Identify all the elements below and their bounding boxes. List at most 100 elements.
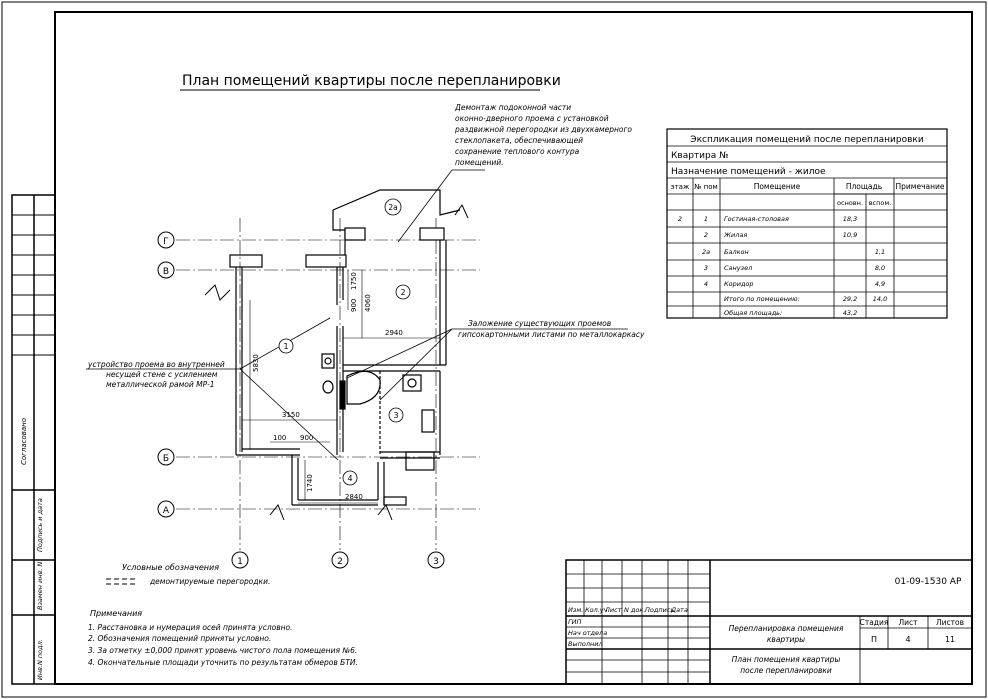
svg-text:после перепланировки: после перепланировки [740, 666, 832, 675]
svg-text:900: 900 [300, 434, 313, 442]
svg-text:3: 3 [704, 264, 708, 272]
axis-bubble-g: Г [157, 231, 175, 249]
svg-text:План помещения квартиры: План помещения квартиры [732, 655, 841, 664]
svg-text:2: 2 [337, 557, 343, 567]
callout-dismantle: Демонтаж подоконной части оконно-дверног… [454, 103, 632, 167]
svg-text:1. Расстановка и нумерация ос: 1. Расстановка и нумерация осей принята … [88, 623, 293, 632]
svg-text:Подпись: Подпись [645, 606, 674, 614]
svg-text:несущей стене с усилением: несущей стене с усилением [106, 370, 218, 379]
svg-text:Б: Б [163, 454, 169, 464]
svg-text:Жилая: Жилая [723, 231, 747, 239]
svg-text:100: 100 [273, 434, 286, 442]
svg-text:1750: 1750 [350, 272, 358, 290]
svg-text:2. Обозначения помещений приня: 2. Обозначения помещений приняты условно… [88, 634, 271, 643]
svg-text:2940: 2940 [385, 329, 403, 337]
axis-bubble-v: В [157, 261, 175, 279]
svg-text:Гостиная-столовая: Гостиная-столовая [724, 215, 789, 223]
svg-text:1: 1 [283, 342, 288, 351]
dimension-lines [242, 270, 440, 504]
svg-text:Назначение помещений - жилое: Назначение помещений - жилое [671, 167, 826, 177]
room-label-3: 3 [388, 407, 404, 423]
callout-opening-leader-2 [239, 368, 339, 461]
svg-text:29,2: 29,2 [843, 295, 857, 303]
inv-replace-label: Взамен инв. N [36, 561, 44, 610]
svg-text:металлической рамой МР-1: металлической рамой МР-1 [106, 380, 215, 389]
svg-text:А: А [163, 506, 170, 516]
svg-text:18,3: 18,3 [843, 215, 857, 223]
svg-text:Перепланировка помещения: Перепланировка помещения [729, 624, 844, 633]
svg-text:стеклопакета, обеспечивающей: стеклопакета, обеспечивающей [455, 136, 583, 145]
axis-bubble-a: А [157, 500, 175, 518]
svg-text:2: 2 [704, 231, 708, 239]
svg-text:№ пом: № пом [694, 183, 718, 191]
svg-text:01-09-1530 АР: 01-09-1530 АР [895, 577, 962, 587]
svg-text:Примечание: Примечание [896, 182, 945, 191]
plan-breaks [204, 204, 469, 521]
svg-text:Общая площадь:: Общая площадь: [724, 309, 782, 317]
svg-text:Г: Г [163, 237, 169, 247]
svg-text:квартиры: квартиры [767, 635, 805, 644]
svg-text:Лист: Лист [898, 618, 918, 627]
svg-text:Балкон: Балкон [724, 248, 749, 256]
svg-text:3: 3 [433, 557, 439, 567]
svg-text:N док.: N док. [624, 606, 645, 614]
callout-sealing-leader-1 [346, 328, 453, 379]
axis-bubble-2: 2 [331, 551, 349, 569]
svg-text:сохранение теплового контура: сохранение теплового контура [455, 147, 580, 156]
title-block: 01-09-1530 АР Изм. Кол.уч Лист N док. По… [565, 559, 973, 685]
svg-text:1740: 1740 [306, 474, 314, 492]
inv-orig-label: Инв.N подл. [36, 639, 44, 680]
svg-text:устройство проема во внутренне: устройство проема во внутренней [87, 360, 225, 369]
svg-text:4: 4 [347, 474, 352, 483]
svg-text:Заложение существующих проемов: Заложение существующих проемов [468, 319, 611, 328]
svg-text:Коридор: Коридор [724, 280, 754, 288]
svg-text:В: В [163, 267, 169, 277]
svg-text:2а: 2а [388, 203, 397, 212]
room-label-2: 2 [395, 284, 411, 300]
room-label-4: 4 [342, 470, 358, 486]
axis-bubble-b: Б [157, 448, 175, 466]
agreed-label: Согласовано [20, 418, 28, 465]
notes-title: Примечания [90, 609, 142, 618]
dimension-texts: 1750 900 4060 5830 2940 3150 100 900 174… [252, 272, 403, 501]
svg-text:Итого по помещению:: Итого по помещению: [724, 295, 800, 303]
svg-text:П: П [871, 635, 877, 644]
legend-item: демонтируемые перегородки. [149, 577, 270, 586]
svg-text:Санузел: Санузел [724, 264, 752, 272]
svg-text:2: 2 [678, 215, 682, 223]
svg-text:Стадия: Стадия [860, 618, 889, 627]
svg-text:8,0: 8,0 [875, 264, 885, 272]
svg-text:Экспликация помещений после пе: Экспликация помещений после перепланиров… [690, 135, 924, 145]
svg-text:помещений.: помещений. [455, 158, 503, 167]
svg-text:3. За отметку ±0,000 принят ур: 3. За отметку ±0,000 принят уровень чист… [88, 646, 357, 655]
svg-text:Квартира №: Квартира № [671, 151, 728, 161]
svg-text:гипсокартонными листами по мет: гипсокартонными листами по металлокаркас… [458, 330, 645, 339]
svg-text:11: 11 [945, 635, 955, 644]
svg-text:Дата: Дата [670, 606, 688, 614]
svg-text:раздвижной перегородки из двух: раздвижной перегородки из двухкамерного [454, 125, 632, 134]
svg-text:основн.: основн. [837, 199, 863, 207]
sign-date-label: Подпись и дата [36, 498, 44, 552]
side-strip [11, 194, 56, 685]
legend-symbol [106, 578, 138, 585]
svg-text:Лист: Лист [604, 606, 622, 614]
legend-title: Условные обозначения [122, 563, 219, 572]
svg-text:Демонтаж подоконной части: Демонтаж подоконной части [454, 103, 571, 112]
svg-text:вспом.: вспом. [869, 199, 892, 207]
svg-text:Кол.уч: Кол.уч [585, 606, 608, 614]
svg-text:43,2: 43,2 [843, 309, 857, 317]
svg-text:2: 2 [400, 288, 405, 297]
floor-plan [229, 189, 461, 506]
svg-text:14,0: 14,0 [873, 295, 887, 303]
callout-sealing: Заложение существующих проемов гипсокарт… [458, 319, 645, 339]
svg-text:оконно-дверного проема с устан: оконно-дверного проема с установкой [455, 114, 609, 123]
svg-text:3: 3 [393, 411, 398, 420]
svg-text:5830: 5830 [252, 354, 260, 372]
svg-text:4,9: 4,9 [875, 280, 885, 288]
svg-text:Нач отдела: Нач отдела [568, 629, 607, 637]
room-label-2a: 2а [384, 198, 402, 216]
room-label-1: 1 [278, 338, 294, 354]
svg-text:Помещение: Помещение [754, 182, 801, 191]
